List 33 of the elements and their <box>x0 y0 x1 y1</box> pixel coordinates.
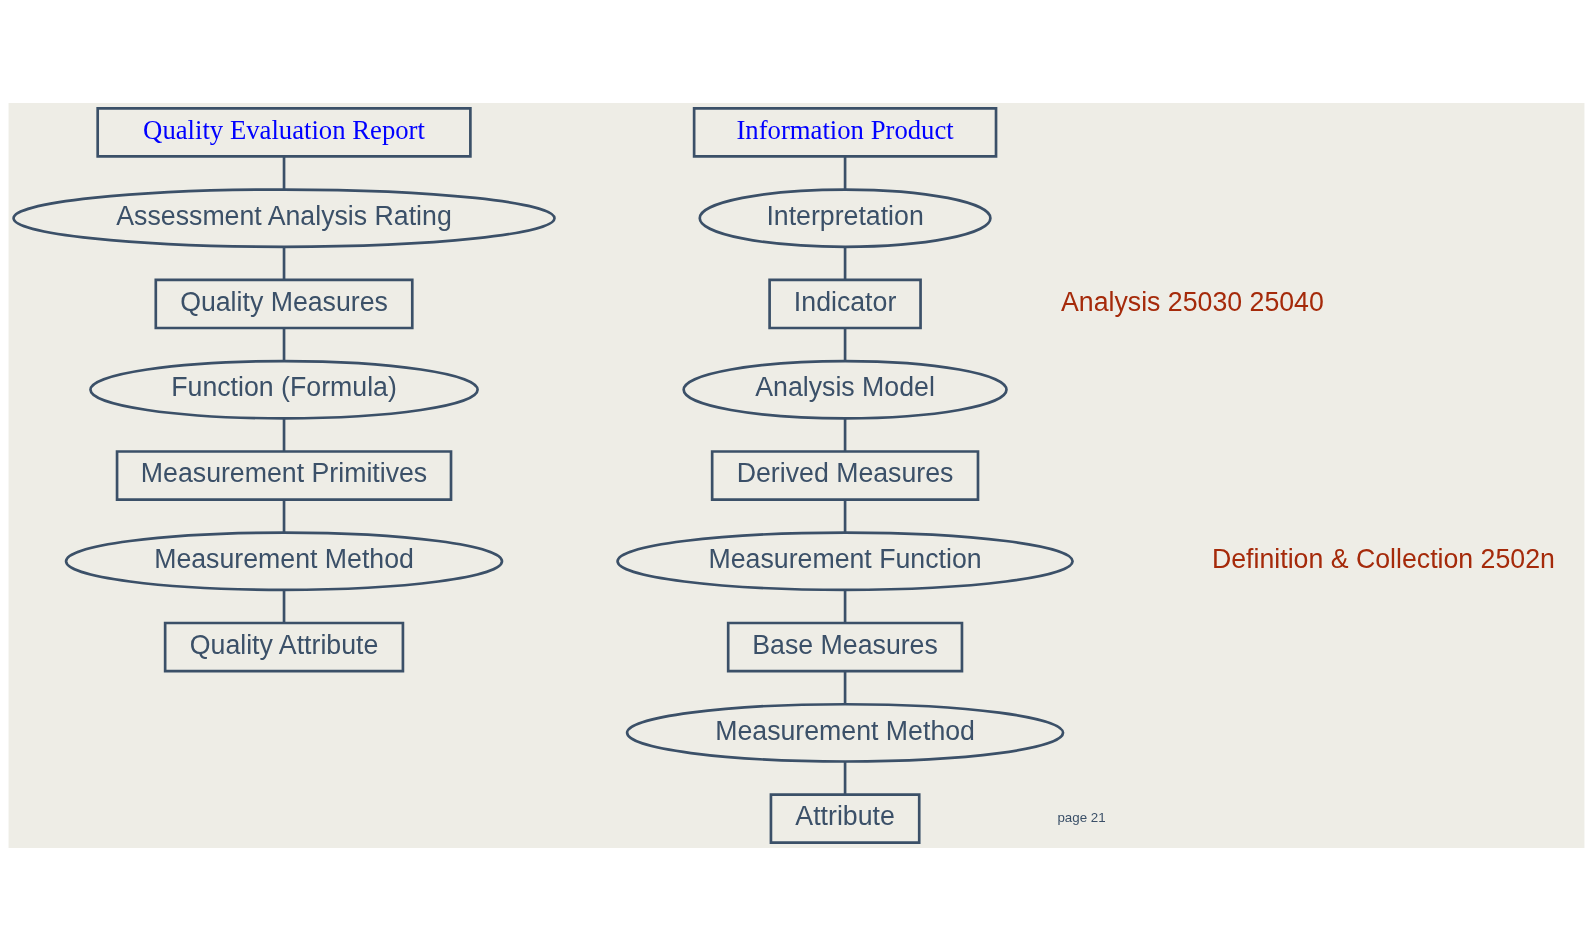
node-box: Measurement Primitives <box>115 449 453 501</box>
connector <box>843 327 847 361</box>
node-box: Quality Evaluation Report <box>96 106 472 158</box>
connector <box>843 670 847 704</box>
node-box: Indicator <box>768 278 922 329</box>
label: page 21 <box>1057 809 1106 825</box>
connector <box>843 760 847 794</box>
node-box: Attribute <box>769 792 921 844</box>
connector <box>282 417 286 451</box>
label: Definition & Collection 2502n <box>1211 543 1555 574</box>
connector <box>843 589 847 623</box>
node-ellipse: Function (Formula) <box>89 359 479 420</box>
node-ellipse: Analysis Model <box>682 359 1008 420</box>
node-box: Quality Attribute <box>163 621 405 672</box>
node-box: Information Product <box>692 106 998 158</box>
node-box: Quality Measures <box>154 278 414 329</box>
node-ellipse: Measurement Method <box>64 530 504 591</box>
connector <box>282 327 286 361</box>
node-ellipse: Assessment Analysis Rating <box>12 187 556 248</box>
node-box: Derived Measures <box>710 449 980 501</box>
connector <box>282 499 286 533</box>
node-ellipse: Measurement Function <box>616 530 1074 591</box>
connector <box>843 246 847 279</box>
connector <box>282 589 286 623</box>
label: Analysis 25030 25040 <box>1061 286 1324 317</box>
connector <box>843 499 847 533</box>
node-ellipse: Measurement Method <box>625 702 1065 763</box>
connector <box>282 155 286 189</box>
connector <box>843 155 847 189</box>
node-box: Base Measures <box>726 621 964 672</box>
node-ellipse: Interpretation <box>698 187 992 248</box>
connector <box>843 417 847 451</box>
connector <box>282 246 286 279</box>
